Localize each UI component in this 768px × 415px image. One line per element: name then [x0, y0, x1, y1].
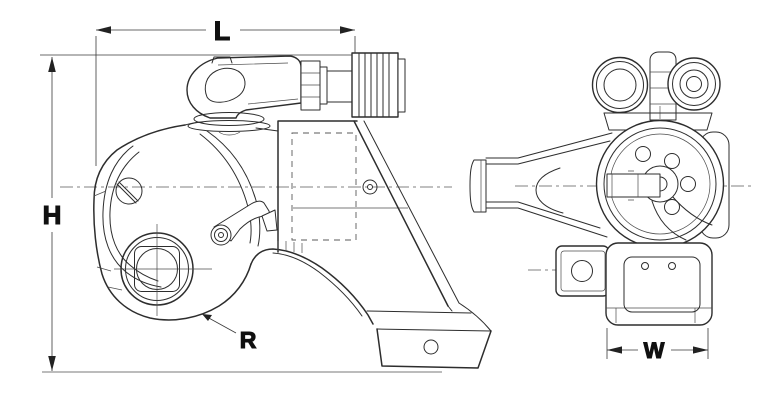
- shaft-side: [606, 173, 661, 198]
- elbow-top-tab: [211, 56, 233, 64]
- reaction-arm: [250, 120, 492, 369]
- spline-ticks: [277, 241, 303, 253]
- socket-crosshair: [114, 224, 212, 316]
- foot-corner: [447, 302, 492, 332]
- dim-label-H: H: [43, 200, 62, 230]
- foot-bend-lines: [366, 310, 492, 332]
- pawl-wedge: [261, 209, 278, 232]
- dimension-R: R: [202, 314, 257, 354]
- elbow-eye: [204, 67, 246, 103]
- dim-label-L: L: [214, 16, 231, 46]
- head-crescent-inner: [109, 151, 159, 282]
- square-drive: [555, 245, 610, 297]
- head-crescent-outer: [102, 145, 162, 288]
- r-leader-line: [206, 316, 237, 334]
- l-extension-lines: [95, 36, 356, 166]
- cylinder-body: [277, 120, 408, 253]
- nut-collar: [319, 66, 328, 105]
- lower-block: [605, 242, 713, 326]
- bolt-hole: [635, 146, 651, 162]
- dim-label-W: W: [644, 338, 665, 363]
- elbow-body: [186, 55, 302, 119]
- ratchet-wedge: [651, 195, 713, 241]
- ribbed-coupler: [351, 52, 399, 118]
- w-extension-lines: [606, 328, 709, 359]
- pipe: [326, 70, 353, 103]
- hose-coupler-right: [667, 57, 721, 111]
- arm-end-cap: [469, 159, 487, 213]
- dim-label-R: R: [240, 327, 257, 353]
- heel-curve-outer: [250, 248, 374, 325]
- coupler-end-cap: [397, 58, 406, 113]
- head-outline: [93, 124, 252, 321]
- side-view: [60, 52, 492, 369]
- dimension-W: W: [606, 328, 709, 364]
- hex-nut: [300, 60, 321, 111]
- swivel-base-flange: [187, 112, 271, 136]
- elbow-inner-line: [217, 62, 299, 105]
- dimension-annotations: L H R W: [40, 15, 709, 373]
- dimension-H: H: [40, 54, 352, 371]
- drive-pin-hole: [571, 260, 593, 282]
- arm-edge-front: [353, 120, 449, 307]
- bolt-hole: [680, 176, 696, 192]
- head-facet-lines: [93, 190, 123, 291]
- round-housing: [595, 119, 730, 249]
- slotted-screw: [115, 177, 143, 205]
- arm-edge-back: [363, 120, 460, 304]
- drive-socket: [114, 224, 212, 316]
- end-view: [469, 51, 753, 326]
- foot-hole: [423, 339, 439, 355]
- bolt-hole: [664, 199, 680, 215]
- coupler-ribs: [358, 52, 390, 118]
- reaction-arm-end-view: [469, 132, 613, 238]
- bolt-hole: [664, 153, 680, 169]
- arm-bottom-rail: [485, 201, 608, 238]
- hose-swivel-elbow: [186, 55, 302, 119]
- heel-curve-inner: [272, 252, 363, 317]
- hose-coupler-left: [591, 56, 649, 114]
- hose-coupler-assembly: [300, 52, 406, 118]
- foot-flange: [376, 328, 492, 369]
- arm-inner-pocket: [535, 167, 564, 214]
- pawl-assembly: [210, 200, 278, 246]
- arm-top-rail: [485, 132, 613, 165]
- hidden-cylinder-outline: [291, 132, 357, 241]
- dimension-L: L: [95, 15, 356, 166]
